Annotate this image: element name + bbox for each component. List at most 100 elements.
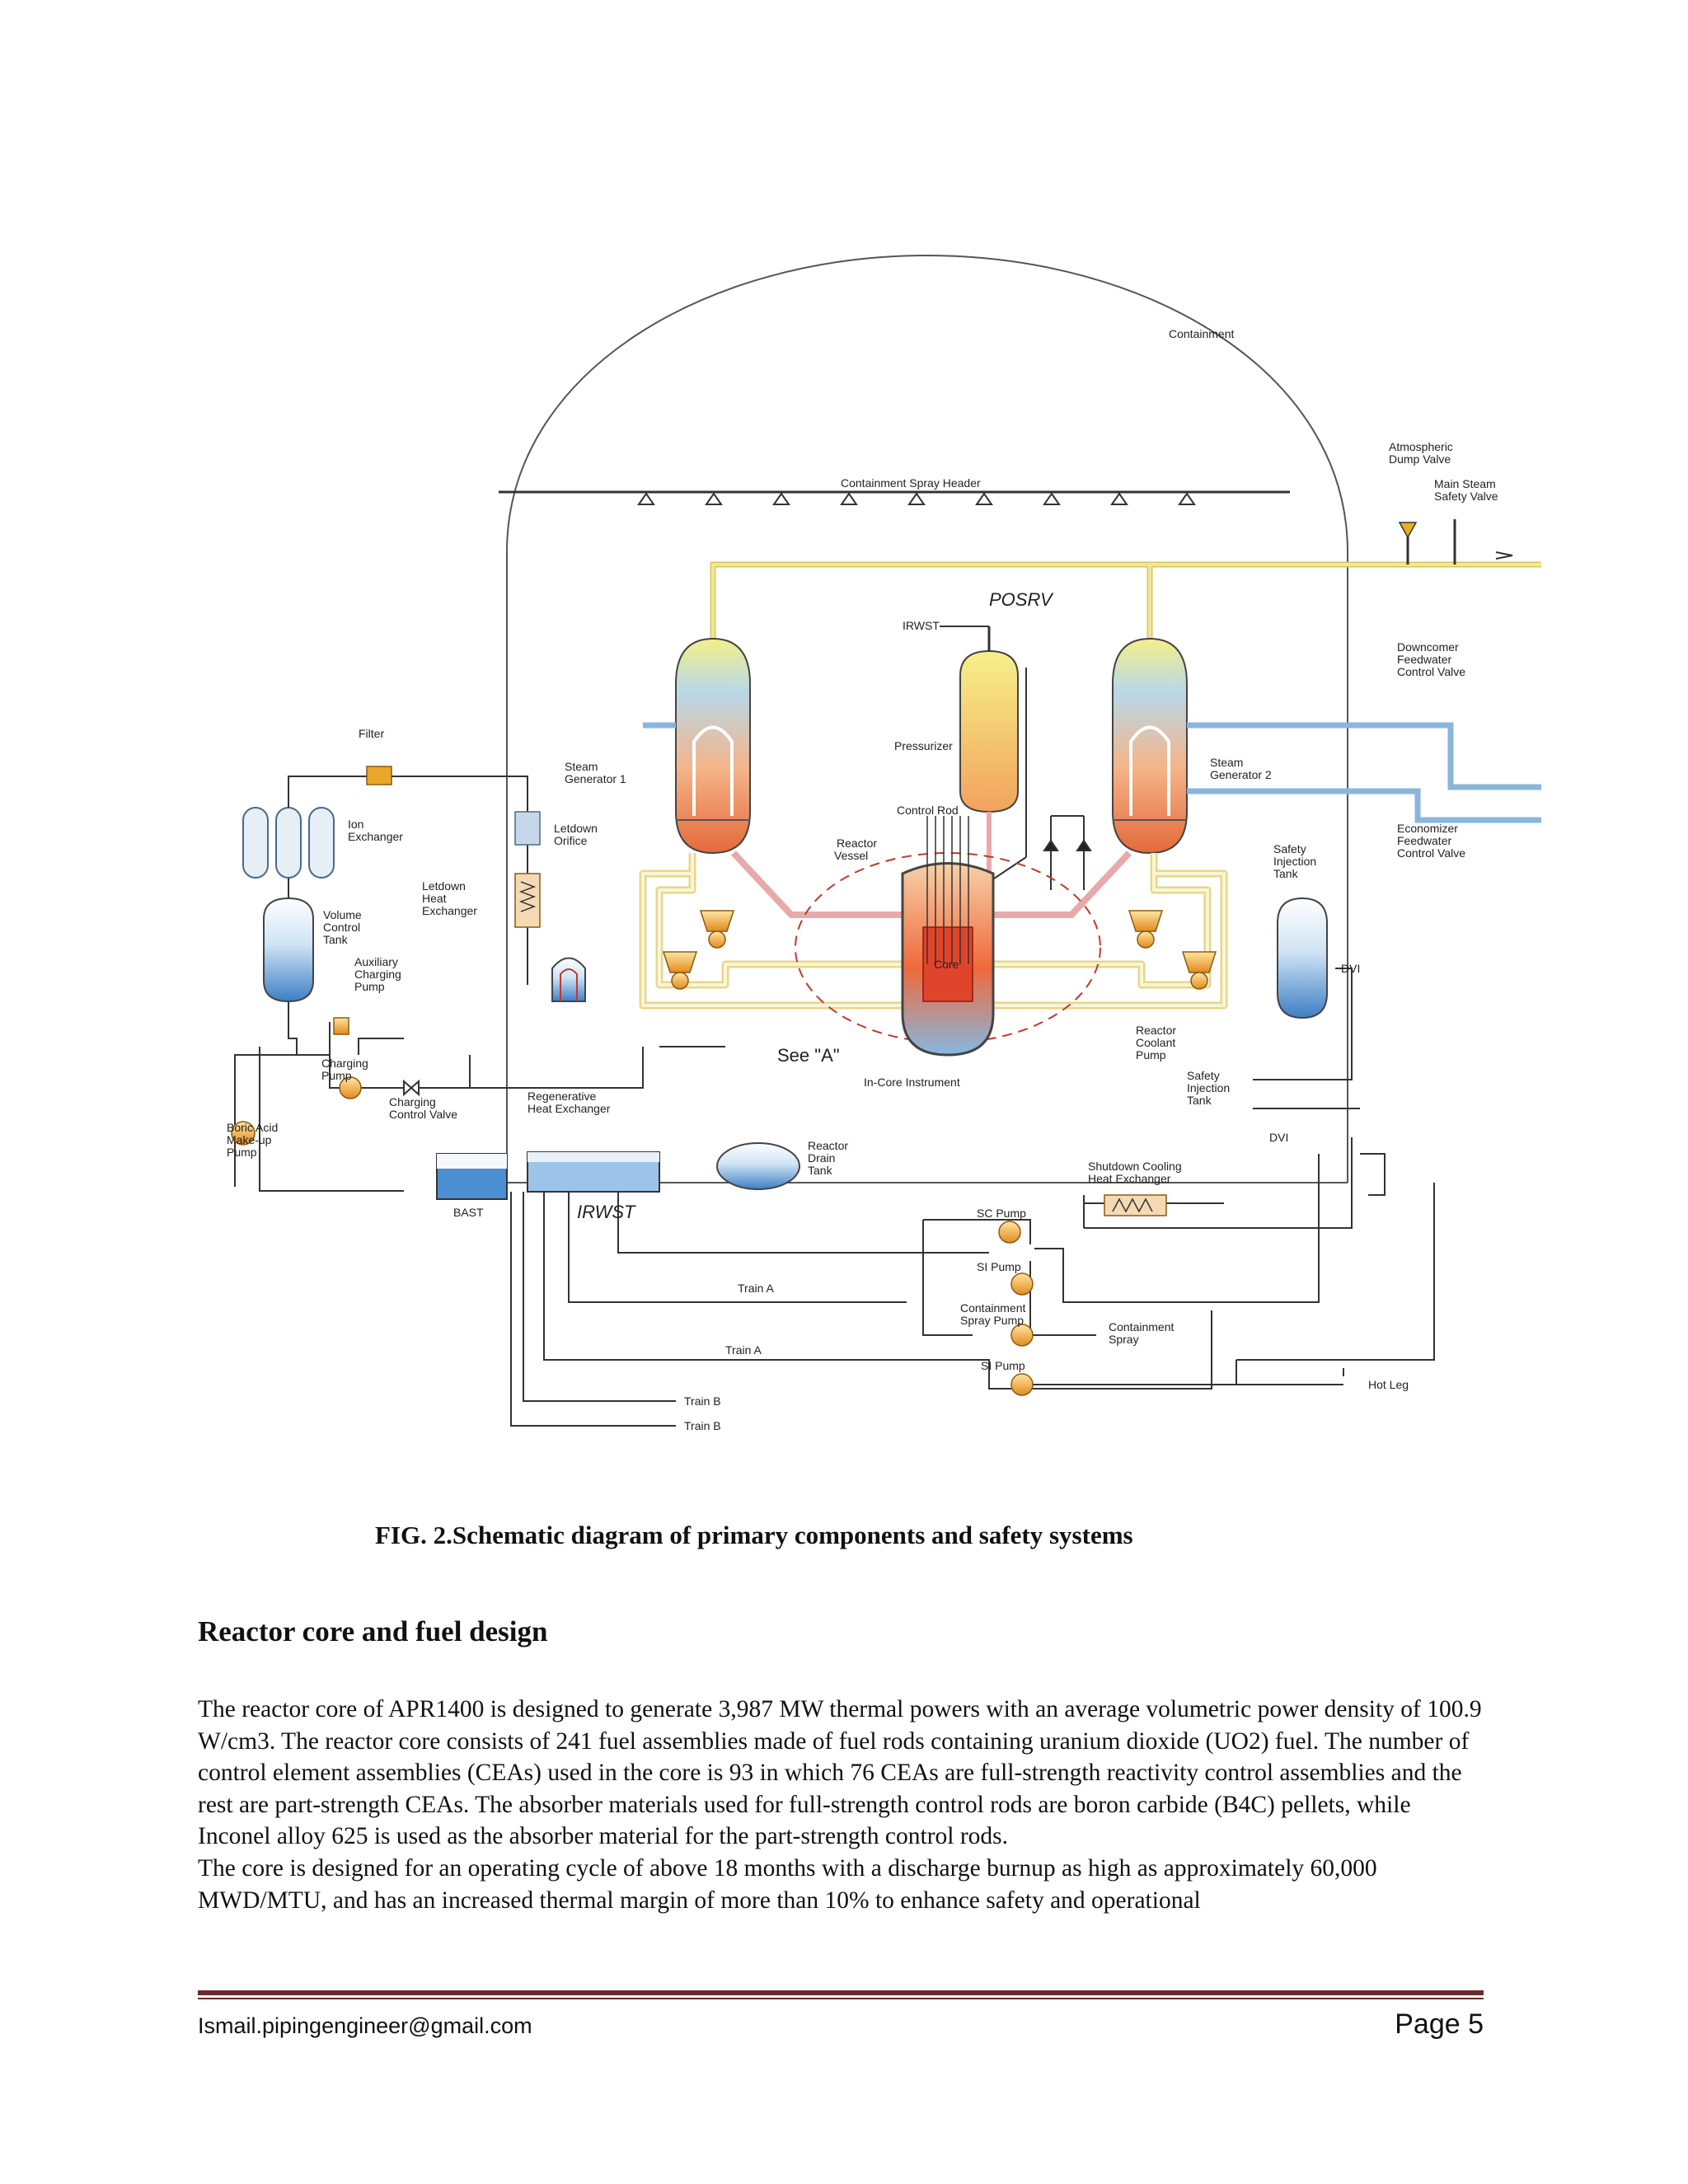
containment-dome xyxy=(506,254,1348,1183)
irwst-tank xyxy=(527,1151,660,1193)
label-rdt-3: Tank xyxy=(808,1164,833,1177)
label-sit-top-1: Safety xyxy=(1273,842,1306,855)
schematic-figure: Containment Containment Spray Header Atm… xyxy=(227,254,1541,1432)
spray-nozzles xyxy=(637,492,1196,505)
label-aux-1: Auxiliary xyxy=(354,955,398,968)
label-spray-header: Containment Spray Header xyxy=(841,476,981,490)
letdown-heat-exchanger xyxy=(514,873,541,928)
label-econ-1: Economizer xyxy=(1397,822,1458,835)
label-boric-2: Make-up xyxy=(227,1133,272,1146)
label-cs-2: Spray xyxy=(1109,1333,1139,1346)
label-sg2-1: Steam xyxy=(1210,756,1243,769)
label-sdc-1: Shutdown Cooling xyxy=(1088,1160,1182,1173)
label-econ-3: Control Valve xyxy=(1397,846,1465,860)
reactor-drain-tank xyxy=(716,1142,800,1190)
footer-rule-thin xyxy=(198,1998,1484,1999)
label-boric-3: Pump xyxy=(227,1146,257,1159)
label-containment: Containment xyxy=(1169,327,1234,340)
page-number: Page 5 xyxy=(1395,2008,1484,2040)
label-bast: BAST xyxy=(453,1206,484,1219)
label-rcp-2: Coolant xyxy=(1136,1036,1175,1049)
label-posrv: POSRV xyxy=(989,589,1054,610)
label-sg1-1: Steam xyxy=(565,760,598,773)
steam-generator-2 xyxy=(1112,637,1188,855)
label-sit-mid-3: Tank xyxy=(1187,1094,1212,1107)
paragraph-2: The core is designed for an operating cy… xyxy=(198,1854,1377,1914)
label-cp-2: Pump xyxy=(321,1069,352,1082)
label-rv-1: Reactor xyxy=(837,837,877,850)
label-train-b-1: Train B xyxy=(684,1394,721,1408)
steam-generator-1 xyxy=(675,637,751,855)
label-in-core: In-Core Instrument xyxy=(864,1076,960,1089)
footer-email: Ismail.pipingengineer@gmail.com xyxy=(198,2013,532,2038)
label-mss-2: Safety Valve xyxy=(1434,490,1498,503)
label-filter: Filter xyxy=(359,727,384,740)
label-lhx-2: Heat xyxy=(422,892,447,905)
label-rhx-2: Heat Exchanger xyxy=(528,1102,611,1115)
reactor-vessel xyxy=(795,816,1101,1057)
label-si-pump-1: SI Pump xyxy=(977,1260,1021,1273)
label-ccv-2: Control Valve xyxy=(389,1108,457,1121)
label-mss-1: Main Steam xyxy=(1434,477,1496,490)
label-lhx-1: Letdown xyxy=(422,879,466,893)
label-sit-mid-2: Injection xyxy=(1187,1081,1230,1094)
letdown-orifice xyxy=(514,811,541,846)
cs-pump-icon xyxy=(1010,1324,1034,1347)
body-text: The reactor core of APR1400 is designed … xyxy=(198,1694,1484,1916)
label-train-a-1: Train A xyxy=(738,1282,774,1295)
pressurizer xyxy=(959,626,1019,813)
label-cs-1: Containment xyxy=(1109,1320,1174,1333)
label-vct-2: Control xyxy=(323,921,360,934)
label-train-a-2: Train A xyxy=(725,1343,762,1357)
volume-control-tank xyxy=(263,897,314,1003)
ion-exchangers xyxy=(242,807,335,879)
label-train-b-2: Train B xyxy=(684,1419,721,1432)
bast-tank xyxy=(436,1153,508,1200)
label-sit-mid-1: Safety xyxy=(1187,1069,1220,1082)
charging-control-valve-icon xyxy=(403,1079,420,1097)
label-aux-2: Charging xyxy=(354,968,401,981)
label-ion-2: Exchanger xyxy=(348,830,403,843)
label-sg1-2: Generator 1 xyxy=(565,772,626,785)
label-downcomer-3: Control Valve xyxy=(1397,665,1465,678)
label-downcomer-1: Downcomer xyxy=(1397,640,1459,654)
filter-box xyxy=(366,766,392,785)
label-econ-2: Feedwater xyxy=(1397,834,1451,847)
si-pump-2-icon xyxy=(1010,1373,1034,1396)
label-downcomer-2: Feedwater xyxy=(1397,653,1451,666)
label-aux-3: Pump xyxy=(354,980,385,993)
label-rdt-2: Drain xyxy=(808,1151,835,1165)
label-dvi-2: DVI xyxy=(1269,1131,1288,1144)
label-lo-1: Letdown xyxy=(554,822,598,835)
label-pressurizer: Pressurizer xyxy=(894,739,953,752)
dump-valve-icon xyxy=(1398,522,1418,539)
label-rcp-3: Pump xyxy=(1136,1048,1166,1062)
section-heading: Reactor core and fuel design xyxy=(198,1615,548,1647)
aux-charging-pump-icon xyxy=(333,1017,349,1035)
label-irwst-posrv: IRWST xyxy=(903,619,940,632)
label-csp-2: Spray Pump xyxy=(960,1314,1024,1327)
label-rhx-1: Regenerative xyxy=(528,1090,596,1103)
label-vct-1: Volume xyxy=(323,908,362,921)
label-lhx-3: Exchanger xyxy=(422,904,477,917)
charging-pump-icon xyxy=(339,1076,362,1099)
label-sdc-2: Heat Exchanger xyxy=(1088,1172,1171,1185)
label-atm-dump-2: Dump Valve xyxy=(1389,452,1451,466)
label-ion-1: Ion xyxy=(348,818,363,831)
label-control-rod: Control Rod xyxy=(897,804,959,817)
label-atm-dump-1: Atmospheric xyxy=(1389,440,1453,453)
label-hot-leg: Hot Leg xyxy=(1368,1378,1409,1391)
paragraph-1: The reactor core of APR1400 is designed … xyxy=(198,1696,1482,1850)
label-see-a: See "A" xyxy=(777,1045,840,1066)
label-sit-top-3: Tank xyxy=(1273,867,1299,880)
si-pump-1-icon xyxy=(1010,1272,1034,1296)
label-boric-1: Boric Acid xyxy=(227,1121,278,1134)
reactor-coolant-pumps xyxy=(662,910,1217,990)
label-ccv-1: Charging xyxy=(389,1095,436,1108)
label-si-pump-2: SI Pump xyxy=(981,1359,1025,1372)
boric-acid-pump-icon xyxy=(231,1121,256,1146)
label-core: Core xyxy=(934,958,959,971)
label-sc-pump: SC Pump xyxy=(977,1207,1026,1220)
label-csp-1: Containment xyxy=(960,1301,1025,1315)
footer-rule xyxy=(198,1990,1484,1995)
